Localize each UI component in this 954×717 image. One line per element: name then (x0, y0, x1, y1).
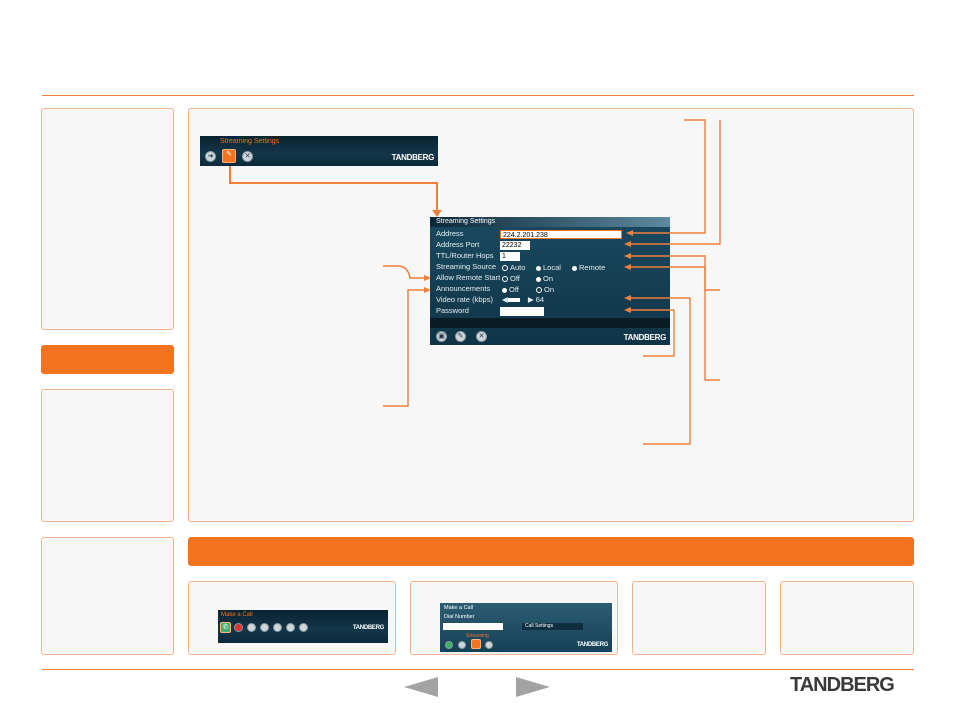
call-settings-button[interactable]: Call Settings (522, 623, 583, 630)
source-remote[interactable]: Remote (572, 263, 605, 272)
label-ttl: TTL/Router Hops (436, 251, 494, 260)
close-icon[interactable]: ✕ (242, 151, 253, 162)
left-panel-middle (41, 389, 174, 522)
dial-number-label: Dial Number (444, 614, 475, 620)
make-a-call-dial-thumbnail: Make a Call Dial Number Call Settings St… (440, 603, 612, 652)
close-icon[interactable] (299, 623, 308, 632)
streaming-selected-icon[interactable] (471, 639, 481, 649)
announcements-on[interactable]: On (536, 285, 554, 294)
previous-page-arrow-icon[interactable] (404, 677, 438, 697)
remote-start-off[interactable]: Off (502, 274, 520, 283)
tandberg-logo: TANDBERG (623, 333, 667, 342)
tandberg-logo: TANDBERG (391, 153, 435, 162)
radio-icon (536, 276, 541, 282)
source-auto[interactable]: Auto (502, 263, 525, 272)
phonebook-icon[interactable] (234, 623, 243, 632)
announcements-off[interactable]: Off (502, 285, 519, 294)
password-field[interactable] (500, 307, 544, 316)
label-password: Password (436, 306, 469, 315)
streaming-icon[interactable] (286, 623, 295, 632)
label-streaming-source: Streaming Source (436, 262, 497, 271)
tandberg-logo: TANDBERG (576, 642, 608, 648)
arrow-left-icon: ◀ (502, 295, 508, 304)
dialog-status-strip (430, 318, 670, 328)
left-orange-bar (41, 345, 174, 374)
radio-icon (502, 287, 507, 293)
radio-icon (536, 287, 542, 294)
label-allow-remote-start: Allow Remote Start (436, 273, 501, 282)
left-panel-bottom (41, 537, 174, 655)
settings-icon[interactable] (247, 623, 256, 632)
video-rate-slider[interactable]: ◀ ▶ 64 (502, 295, 544, 304)
label-video-rate: Video rate (kbps) (436, 295, 493, 304)
phonebook-icon[interactable] (458, 641, 466, 649)
bottom-divider (42, 669, 914, 670)
radio-icon (502, 265, 508, 272)
call-icon[interactable] (445, 641, 453, 649)
save-icon[interactable]: ▣ (436, 331, 447, 342)
top-divider (42, 95, 914, 96)
dialog-titlebar (430, 217, 670, 227)
radio-icon (536, 265, 541, 271)
left-panel-top (41, 108, 174, 330)
toolbar-title: Streaming Settings (220, 138, 280, 145)
thumb2-title: Make a Call (444, 605, 474, 611)
label-announcements: Announcements (436, 284, 491, 293)
close-icon[interactable]: ✕ (476, 331, 487, 342)
close-icon[interactable] (485, 641, 493, 649)
address-field[interactable]: 224.2.201.238 (500, 230, 622, 239)
footer-tandberg-logo: TANDBERG (790, 674, 895, 696)
streaming-toolbar: Streaming Settings ➜ ✎ ✕ TANDBERG (200, 136, 438, 166)
make-a-call-thumbnail: Make a Call ✆ TANDBERG (218, 610, 388, 643)
video-rate-value: 64 (535, 295, 545, 304)
address-port-field[interactable]: 22232 (500, 241, 530, 250)
slider-track (507, 298, 520, 303)
arrow-right-icon: ▶ (527, 295, 534, 304)
bottom-panel-4 (780, 581, 914, 655)
bottom-panel-3 (632, 581, 766, 655)
dial-number-field[interactable] (443, 623, 503, 630)
presentation-icon[interactable] (260, 623, 269, 632)
dialog-title: Streaming Settings (436, 218, 496, 225)
radio-icon (502, 276, 508, 283)
camera-icon[interactable] (273, 623, 282, 632)
streaming-settings-dialog: Streaming Settings Address 224.2.201.238… (430, 217, 670, 345)
source-local[interactable]: Local (536, 263, 561, 272)
streaming-settings-icon[interactable]: ✎ (222, 149, 236, 163)
label-address-port: Address Port (436, 240, 480, 249)
streaming-label: Streaming (466, 633, 489, 639)
section-orange-bar (188, 537, 914, 566)
tandberg-logo: TANDBERG (352, 625, 384, 631)
make-call-icon[interactable]: ✆ (220, 622, 231, 633)
label-address: Address (436, 229, 464, 238)
ttl-field[interactable]: 1 (500, 252, 520, 261)
remote-start-on[interactable]: On (536, 274, 553, 283)
edit-icon[interactable]: ✎ (455, 331, 466, 342)
radio-icon (572, 265, 577, 271)
back-arrow-icon[interactable]: ➜ (205, 151, 216, 162)
thumb1-title: Make a Call (221, 612, 253, 618)
next-page-arrow-icon[interactable] (516, 677, 550, 697)
